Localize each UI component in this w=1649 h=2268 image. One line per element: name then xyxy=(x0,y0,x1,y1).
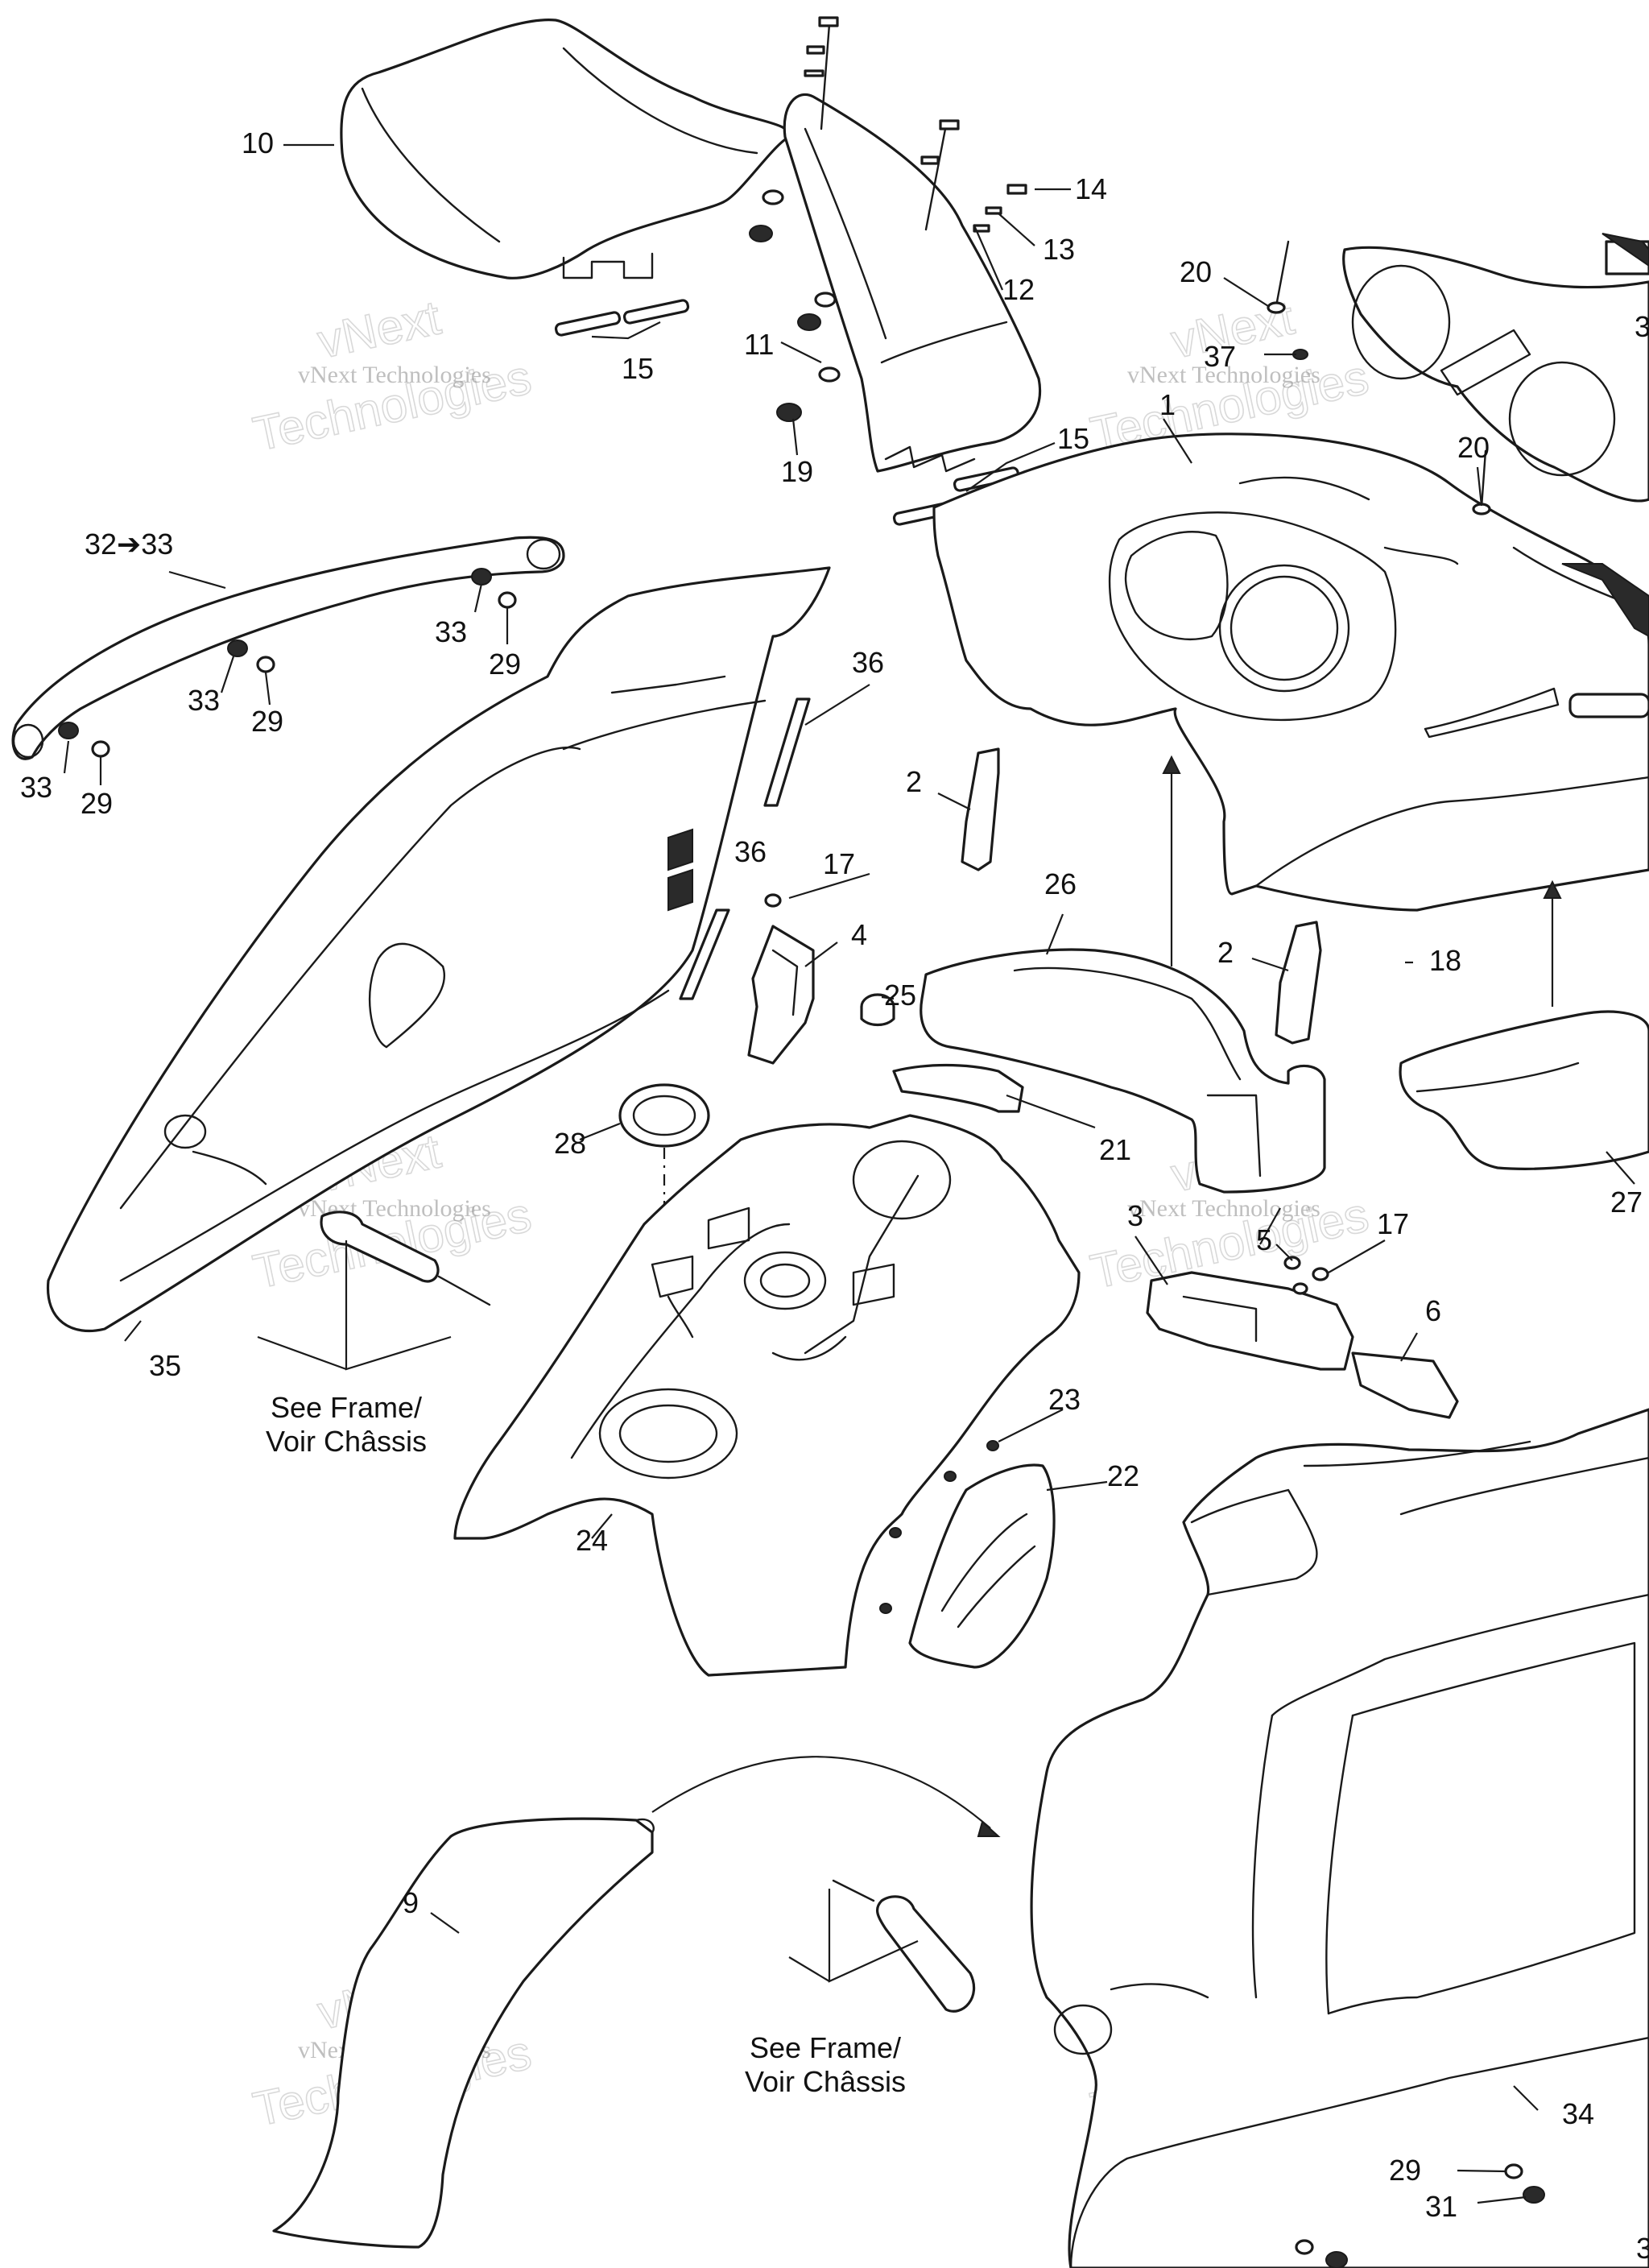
part-20-screws xyxy=(1267,240,1491,515)
callout-29d: 29 xyxy=(1389,2154,1421,2187)
callout-1: 1 xyxy=(1159,388,1176,421)
part-10-left-deflector xyxy=(340,18,791,279)
part-32-grab-bar xyxy=(11,536,565,760)
callout-32-33: 32➔33 xyxy=(85,528,173,561)
callout-20b: 20 xyxy=(1457,431,1490,464)
part-22-vent xyxy=(908,1463,1056,1669)
callout-21: 21 xyxy=(1099,1133,1131,1166)
part-25-plug xyxy=(860,993,895,1027)
callout-18: 18 xyxy=(1429,944,1461,977)
callout-29b: 29 xyxy=(251,705,283,738)
callout-37: 37 xyxy=(1204,340,1236,373)
watermark-small: vNext Technologies xyxy=(1127,362,1320,388)
callout-6: 6 xyxy=(1425,1294,1441,1327)
callout-11: 11 xyxy=(744,328,774,361)
callout-17a: 17 xyxy=(823,847,855,880)
callout-22: 22 xyxy=(1107,1459,1139,1492)
part-10-windshield-right xyxy=(783,93,1042,473)
callout-33a: 33 xyxy=(435,615,467,648)
callout-24: 24 xyxy=(576,1524,608,1557)
see-frame-note-left: See Frame/ Voir Châssis xyxy=(266,1391,427,1458)
part-27-cover xyxy=(1399,1010,1649,1170)
part-28-ring xyxy=(618,1083,710,1273)
see-frame-line2: Voir Châssis xyxy=(745,2065,906,2098)
watermark-big-line1: vNext xyxy=(313,290,445,368)
callout-29c: 29 xyxy=(81,787,113,820)
part-2-latches xyxy=(961,747,1322,1045)
callout-13: 13 xyxy=(1043,233,1075,266)
callout-12: 12 xyxy=(1002,273,1035,306)
callout-2a: 2 xyxy=(906,765,922,798)
callout-26: 26 xyxy=(1044,867,1077,900)
callout-31: 31 xyxy=(1425,2190,1457,2223)
part-24-center-console xyxy=(453,1114,1081,1677)
part-34-right-side-panel xyxy=(1030,1408,1649,2268)
watermark-top-left: vNext Technologies vNext Technologies xyxy=(248,289,536,461)
callout-5: 5 xyxy=(1256,1223,1272,1256)
callout-2b: 2 xyxy=(1217,936,1234,969)
part-26-glovebox-lid xyxy=(920,948,1326,1194)
callout-3: 3 xyxy=(1127,1199,1143,1232)
callout-9: 9 xyxy=(403,1886,419,1919)
part-23-screws xyxy=(879,1440,999,1614)
part-6-bracket xyxy=(1351,1351,1459,1419)
callout-15b: 15 xyxy=(1057,422,1089,455)
part-36-trims xyxy=(679,697,811,1000)
callout-4: 4 xyxy=(851,918,867,951)
part-4-bracket xyxy=(747,893,815,1065)
assembly-arrows xyxy=(651,755,1562,1837)
callout-19: 19 xyxy=(781,455,813,488)
part-21-cover-clip xyxy=(892,1063,1024,1113)
callout-23: 23 xyxy=(1048,1383,1081,1416)
part-9-fender-panel xyxy=(272,1817,655,2249)
watermark-small: vNext Technologies xyxy=(298,362,491,388)
part-35-left-side-panel xyxy=(46,566,831,1333)
part-3-mid-bracket xyxy=(1146,1271,1354,1371)
callout-29a: 29 xyxy=(489,648,521,681)
part-hardware-screws-top xyxy=(749,16,1027,422)
callout-3-bottom: 3 xyxy=(1636,2232,1649,2265)
leader-lines xyxy=(63,143,1635,2204)
callout-33b: 33 xyxy=(188,684,220,717)
see-frame-note-bottom: See Frame/ Voir Châssis xyxy=(745,2031,906,2098)
callout-17b: 17 xyxy=(1377,1207,1409,1240)
callout-34: 34 xyxy=(1562,2097,1594,2130)
part-29-31-screws xyxy=(1295,2163,1545,2268)
callout-36b: 36 xyxy=(734,835,767,868)
callout-20a: 20 xyxy=(1180,255,1212,288)
callout-27: 27 xyxy=(1610,1186,1643,1219)
callout-25: 25 xyxy=(884,979,916,1012)
callout-3-right: 3 xyxy=(1635,310,1649,343)
part-bolt-left xyxy=(320,1211,491,1306)
part-bolt-bottom xyxy=(832,1879,976,2013)
callout-36a: 36 xyxy=(852,646,884,679)
callout-10: 10 xyxy=(242,126,274,159)
callout-35: 35 xyxy=(149,1349,181,1382)
part-3-gauge-bracket xyxy=(1342,233,1649,503)
callout-15a: 15 xyxy=(622,352,654,385)
see-frame-line1: See Frame/ xyxy=(750,2031,901,2064)
callout-28: 28 xyxy=(554,1127,586,1160)
part-5-17-screws xyxy=(1283,1256,1329,1295)
watermark-small: vNext Technologies xyxy=(1127,1195,1320,1222)
see-frame-line1: See Frame/ xyxy=(271,1391,422,1424)
callout-33c: 33 xyxy=(20,771,52,804)
part-33-nuts-29-screws xyxy=(58,568,517,758)
see-frame-line2: Voir Châssis xyxy=(266,1425,427,1458)
part-1-upper-console xyxy=(932,432,1649,912)
callout-14: 14 xyxy=(1075,172,1107,205)
callout-labels: 10 14 13 12 11 15 19 15 20 37 20 3 1 32➔… xyxy=(20,126,1649,2265)
